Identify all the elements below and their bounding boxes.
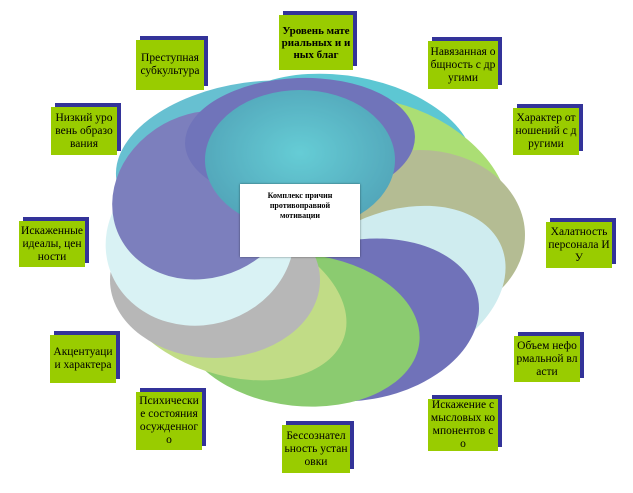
factor-label: Акцентуации характера <box>53 346 113 371</box>
factor-label: Уровень материальных и иных благ <box>281 24 351 61</box>
center-box: Комплекс причин противоправной мотивации <box>240 184 360 257</box>
factor-subculture: Преступная субкультура <box>136 40 204 90</box>
factor-label: Объем неформальной власти <box>516 339 578 378</box>
factor-label: Низкий уровень образования <box>55 111 113 150</box>
factor-accent: Акцентуации характера <box>50 335 116 383</box>
factor-label: Искаженные идеалы, ценности <box>21 224 83 263</box>
factor-ideals: Искаженные идеалы, ценности <box>19 221 85 267</box>
center-label: Комплекс причин противоправной мотивации <box>267 191 333 220</box>
factor-education: Низкий уровень образования <box>51 107 117 155</box>
factor-level: Уровень материальных и иных благ <box>279 15 353 70</box>
factor-label: Халатность персонала ИУ <box>548 225 610 264</box>
factor-unconscious: Бессознательность установки <box>282 425 350 473</box>
factor-label: Бессознательность установки <box>284 429 348 468</box>
factor-mental: Психические состояния осужденного <box>136 392 202 450</box>
factor-imposed: Навязанная общность с другими <box>428 41 498 89</box>
factor-informal: Объем неформальной власти <box>514 336 580 382</box>
factor-distortion: Искажение смысловых компонентов со <box>428 399 498 451</box>
factor-label: Искажение смысловых компонентов со <box>430 399 496 450</box>
factor-label: Психические состояния осужденного <box>139 395 199 446</box>
factor-relations: Характер отношений с другими <box>513 108 579 155</box>
factor-negligence: Халатность персонала ИУ <box>546 222 612 268</box>
factor-label: Преступная субкультура <box>140 52 200 77</box>
factor-label: Характер отношений с другими <box>515 112 577 150</box>
factor-label: Навязанная общность с другими <box>430 45 496 84</box>
